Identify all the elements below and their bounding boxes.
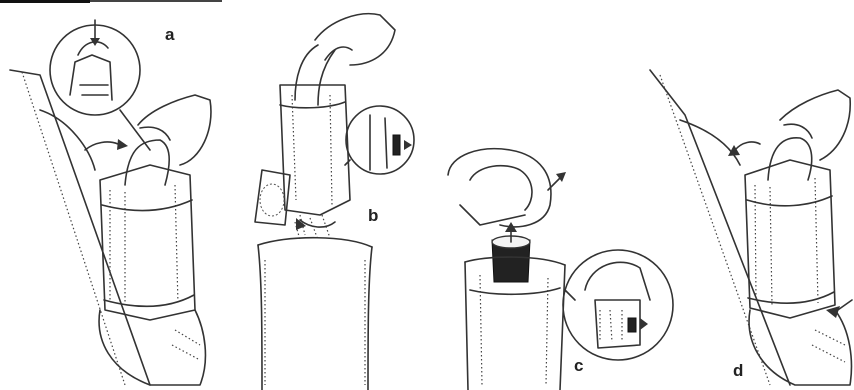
panel-c-zoom-inset [563,250,673,360]
panel-b-label: b [368,207,378,224]
panel-a-illustration [10,20,211,385]
panel-c-illustration [448,149,673,390]
panel-d-illustration [650,70,852,385]
panel-b-zoom-inset [346,106,414,174]
panel-a-label: a [165,26,174,43]
panel-c-label: c [574,357,583,374]
panel-b-bin [258,238,372,247]
panel-b-illustration [255,14,414,390]
panel-a-hand [138,95,211,165]
panel-d-label: d [733,362,743,379]
panel-a-canister [100,165,195,320]
panel-d-canister [745,160,835,318]
panel-c-handle [448,149,551,227]
